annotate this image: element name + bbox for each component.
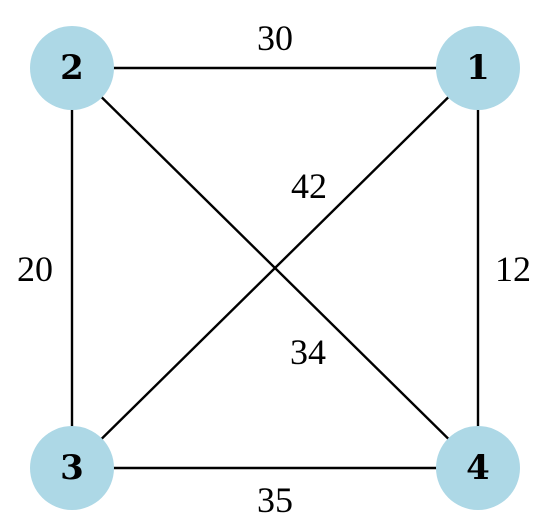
edge-weight-2-3: 20 [17,249,53,289]
node-1-label: 1 [466,48,490,88]
node-3: 3 [30,426,114,510]
node-2: 2 [30,26,114,110]
edge-weight-1-4: 12 [495,249,531,289]
node-2-label: 2 [60,48,84,88]
node-4-label: 4 [466,448,490,488]
edge-weight-2-1: 30 [257,18,293,58]
node-4-circle [436,426,520,510]
node-2-circle [30,26,114,110]
node-1: 1 [436,26,520,110]
edge-weight-2-4: 34 [290,332,326,372]
node-3-label: 3 [60,448,84,488]
node-1-circle [436,26,520,110]
edge-weight-3-4: 35 [257,480,293,520]
node-4: 4 [436,426,520,510]
node-3-circle [30,426,114,510]
edge-weight-1-3: 42 [291,166,327,206]
edge-2-4 [71,67,479,469]
